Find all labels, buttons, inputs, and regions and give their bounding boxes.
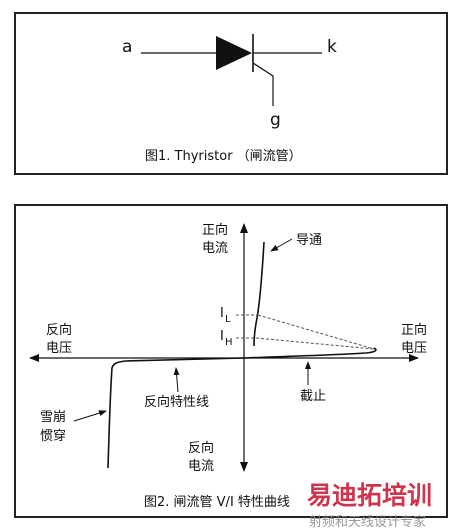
watermark-logo: 易迪拓培训 射频和天线设计专家: [305, 476, 463, 532]
avalanche-label-2: 惯穿: [40, 428, 66, 444]
ih-subscript: H: [225, 337, 233, 348]
vi-characteristic-svg: 正向 电流 导通 I L I H 反向 电压 正向 电压 反向特性线 截止 雪崩…: [29, 222, 427, 510]
thyristor-symbol-svg: a k g 图1. Thyristor （闸流管）: [122, 34, 337, 164]
reverse-voltage-label-2: 电压: [46, 341, 72, 356]
watermark-subtitle: 射频和天线设计专家: [309, 514, 426, 530]
conduction-label: 导通: [296, 233, 322, 248]
forward-current-label-2: 电流: [202, 241, 228, 256]
forward-voltage-label-2: 电压: [401, 341, 427, 356]
figure1-caption: 图1. Thyristor （闸流管）: [145, 149, 302, 164]
reverse-blocking-curve: [107, 357, 245, 469]
reverse-characteristic-pointer: [173, 367, 180, 393]
reverse-characteristic-label: 反向特性线: [144, 394, 209, 410]
reverse-current-label-1: 反向: [188, 440, 214, 456]
anode-label: a: [122, 37, 132, 57]
forward-blocking-curve: [243, 347, 377, 359]
avalanche-label-1: 雪崩: [40, 410, 66, 425]
conduction-pointer: [270, 238, 293, 252]
watermark-svg: 易迪拓培训 射频和天线设计专家: [307, 481, 432, 530]
il-label: I: [220, 306, 224, 321]
diode-triangle: [216, 36, 252, 70]
forward-voltage-label-1: 正向: [401, 322, 427, 338]
avalanche-pointer: [73, 410, 107, 422]
gate-label: g: [270, 110, 281, 130]
figure2-caption: 图2. 闸流管 V/I 特性曲线: [144, 495, 290, 510]
forward-current-label-1: 正向: [202, 222, 228, 238]
ih-label: I: [220, 329, 224, 344]
reverse-voltage-label-1: 反向: [46, 322, 72, 338]
thyristor-symbol-panel: a k g 图1. Thyristor （闸流管）: [14, 12, 448, 175]
gate-lead: [252, 62, 274, 106]
il-subscript: L: [225, 314, 231, 325]
il-slope-dashed: [257, 314, 375, 350]
watermark-title: 易迪拓培训: [307, 481, 432, 510]
cathode-label: k: [327, 37, 337, 57]
vi-characteristic-panel: 正向 电流 导通 I L I H 反向 电压 正向 电压 反向特性线 截止 雪崩…: [14, 204, 448, 518]
reverse-current-label-2: 电流: [188, 459, 214, 474]
cutoff-label: 截止: [300, 389, 326, 404]
forward-conduction-curve: [253, 241, 265, 347]
